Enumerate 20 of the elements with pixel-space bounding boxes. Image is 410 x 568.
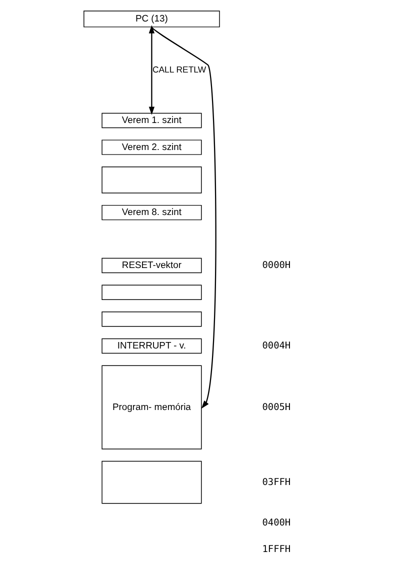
node-box (102, 166, 202, 194)
label: 1FFFH (262, 544, 291, 556)
node-box: INTERRUPT - v. (102, 338, 202, 354)
node-box: RESET-vektor (102, 258, 202, 274)
label: 0000H (262, 260, 291, 271)
arrow (151, 26, 216, 409)
node-box: Program- memória (102, 365, 202, 450)
label: 0004H (262, 340, 291, 352)
edge-label: CALL RETLW (152, 64, 206, 74)
node-box (102, 284, 202, 300)
node-box: Verem 1. szint (102, 112, 202, 128)
arrow (148, 25, 155, 115)
node-box: Verem 2. szint (102, 140, 202, 155)
node-box (102, 312, 202, 327)
label: 0005H (262, 402, 291, 413)
node-box (102, 460, 202, 504)
label: 0400H (262, 517, 291, 528)
node-box: Verem 8. szint (102, 204, 202, 220)
label: 03FFH (262, 476, 291, 488)
node-box: PC (13) (84, 10, 220, 28)
